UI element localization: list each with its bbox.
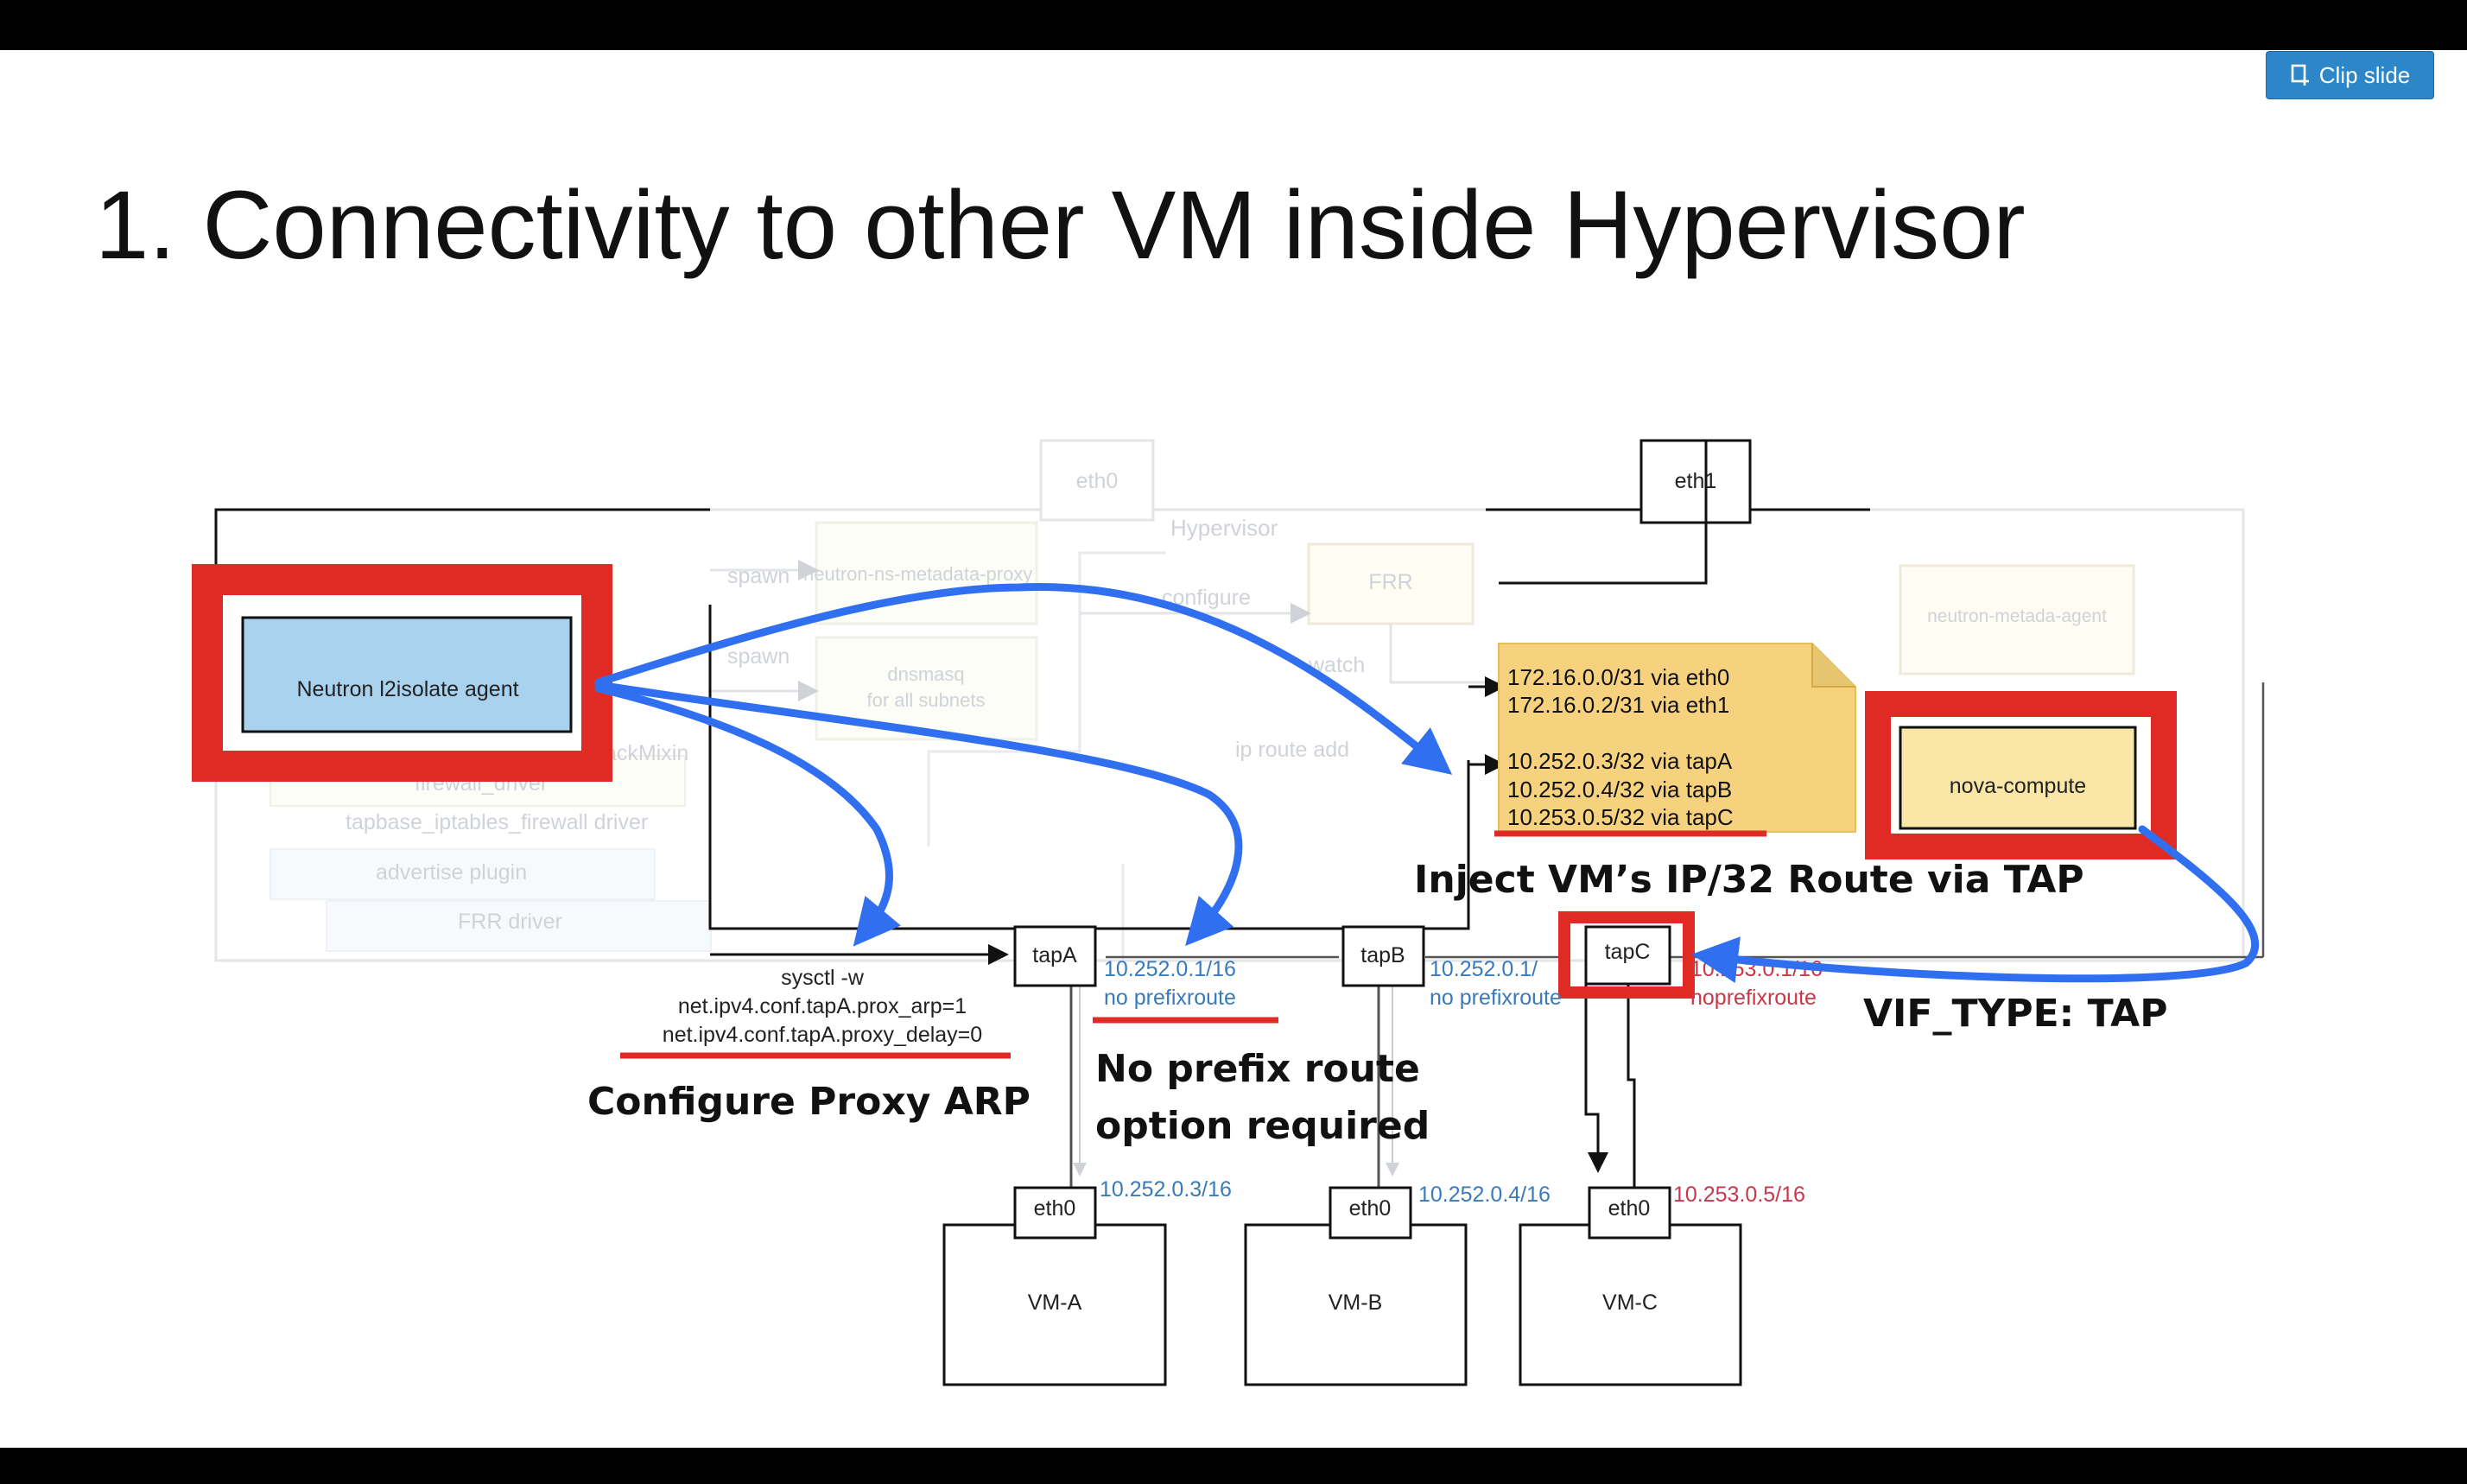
route-5: 10.253.0.5/32 via tapC — [1507, 804, 1734, 830]
route-3: 10.252.0.3/32 via tapA — [1507, 748, 1733, 774]
nova-label: nova-compute — [1950, 774, 2086, 798]
top-bar — [0, 0, 2467, 50]
sysctl-line-3: net.ipv4.conf.tapA.proxy_delay=0 — [663, 1023, 982, 1047]
tapA-option: no prefixroute — [1104, 986, 1236, 1010]
faded-metadata-proxy: neutron-ns-metadata-proxy — [803, 563, 1032, 585]
faded-frr-label: FRR — [1368, 570, 1412, 594]
faded-eth0-box — [1039, 439, 1155, 522]
tapC-label: tapC — [1605, 940, 1651, 964]
route-4: 10.252.0.4/32 via tapB — [1507, 777, 1732, 802]
clip-slide-label: Clip slide — [2318, 61, 2411, 88]
tapA-box — [1013, 925, 1097, 987]
arrow-to-routes — [594, 582, 1453, 775]
arrow-to-proxy-arp — [594, 684, 902, 947]
route-1: 172.16.0.0/31 via eth0 — [1507, 664, 1729, 690]
faded-background-diagram: eth0 Hypervisor neutron-ns-metadata-prox… — [214, 439, 2245, 962]
faded-metadata-agent: neutron-metada-agent — [1927, 606, 2107, 626]
tapA-label: tapA — [1032, 943, 1077, 967]
faded-eth0-label: eth0 — [1076, 469, 1119, 493]
vm-a-box — [942, 1223, 1167, 1386]
clip-icon — [2291, 64, 2309, 86]
nova-highlight — [1865, 691, 2177, 859]
faded-iptables-driver: tapbase_iptables_firewall driver — [346, 810, 648, 834]
vm-c-nic: eth0 — [1608, 1196, 1651, 1221]
agent-box — [241, 616, 573, 733]
arrow-nova-to-tapC — [1691, 825, 2260, 983]
route-table-note — [1498, 643, 1856, 833]
tapC-box — [1584, 925, 1671, 986]
agent-highlight — [192, 564, 612, 782]
faded-ip-route-add: ip route add — [1235, 738, 1349, 762]
tapB-option: no prefixroute — [1430, 986, 1562, 1010]
agent-label: Neutron l2isolate agent — [296, 677, 518, 701]
vm-a-ip: 10.252.0.3/16 — [1100, 1177, 1232, 1202]
blue-arrows — [594, 582, 2260, 983]
nova-box — [1899, 726, 2137, 830]
annotation-inject: Inject VM’s IP/32 Route via TAP — [1414, 858, 2084, 902]
sysctl-line-1: sysctl -w — [781, 966, 865, 990]
eth1-box — [1639, 439, 1752, 524]
faded-hypervisor-label: Hypervisor — [1170, 515, 1278, 541]
annotation-vif-type: VIF_TYPE: TAP — [1863, 992, 2167, 1036]
vm-a-nic: eth0 — [1034, 1196, 1076, 1221]
tapC-highlight — [1558, 911, 1695, 999]
clip-slide-button[interactable]: Clip slide — [2266, 51, 2434, 99]
annotation-no-prefix-2: option required — [1095, 1104, 1430, 1148]
vm-c-box — [1519, 1223, 1742, 1386]
faded-spawn-1: spawn — [727, 564, 790, 588]
faded-advertise-plugin: advertise plugin — [376, 860, 527, 885]
faded-frr-driver: FRR driver — [458, 910, 562, 934]
tapB-ip: 10.252.0.1/ — [1430, 957, 1538, 981]
annotation-no-prefix-1: No prefix route — [1095, 1047, 1420, 1091]
sysctl-line-2: net.ipv4.conf.tapA.prox_arp=1 — [678, 994, 967, 1018]
vm-c-label: VM-C — [1602, 1291, 1658, 1315]
tapB-label: tapB — [1360, 943, 1405, 967]
vm-a-label: VM-A — [1028, 1291, 1082, 1315]
faded-stackmixin: ackMixin — [605, 741, 688, 765]
tapC-option: noprefixroute — [1690, 986, 1817, 1010]
faded-dnsmasq-2: for all subnets — [867, 689, 986, 711]
slide-title: 1. Connectivity to other VM inside Hyper… — [95, 171, 2026, 279]
bottom-bar — [0, 1448, 2467, 1484]
tapB-box — [1341, 925, 1425, 987]
route-2: 172.16.0.2/31 via eth1 — [1507, 692, 1729, 718]
vm-b-eth0 — [1329, 1186, 1412, 1240]
tapA-ip: 10.252.0.1/16 — [1104, 957, 1236, 981]
vm-b-box — [1244, 1223, 1468, 1386]
arrow-to-no-prefix — [594, 681, 1243, 947]
vm-c-ip: 10.253.0.5/16 — [1673, 1183, 1805, 1207]
annotation-proxy-arp: Configure Proxy ARP — [587, 1080, 1031, 1124]
eth1-label: eth1 — [1675, 469, 1717, 493]
vm-b-ip: 10.252.0.4/16 — [1418, 1183, 1551, 1207]
faded-dnsmasq-1: dnsmasq — [887, 663, 964, 685]
vm-b-label: VM-B — [1329, 1291, 1383, 1315]
faded-spawn-2: spawn — [727, 644, 790, 669]
vm-b-nic: eth0 — [1349, 1196, 1392, 1221]
vm-a-eth0 — [1013, 1186, 1097, 1240]
vm-c-eth0 — [1588, 1186, 1671, 1240]
